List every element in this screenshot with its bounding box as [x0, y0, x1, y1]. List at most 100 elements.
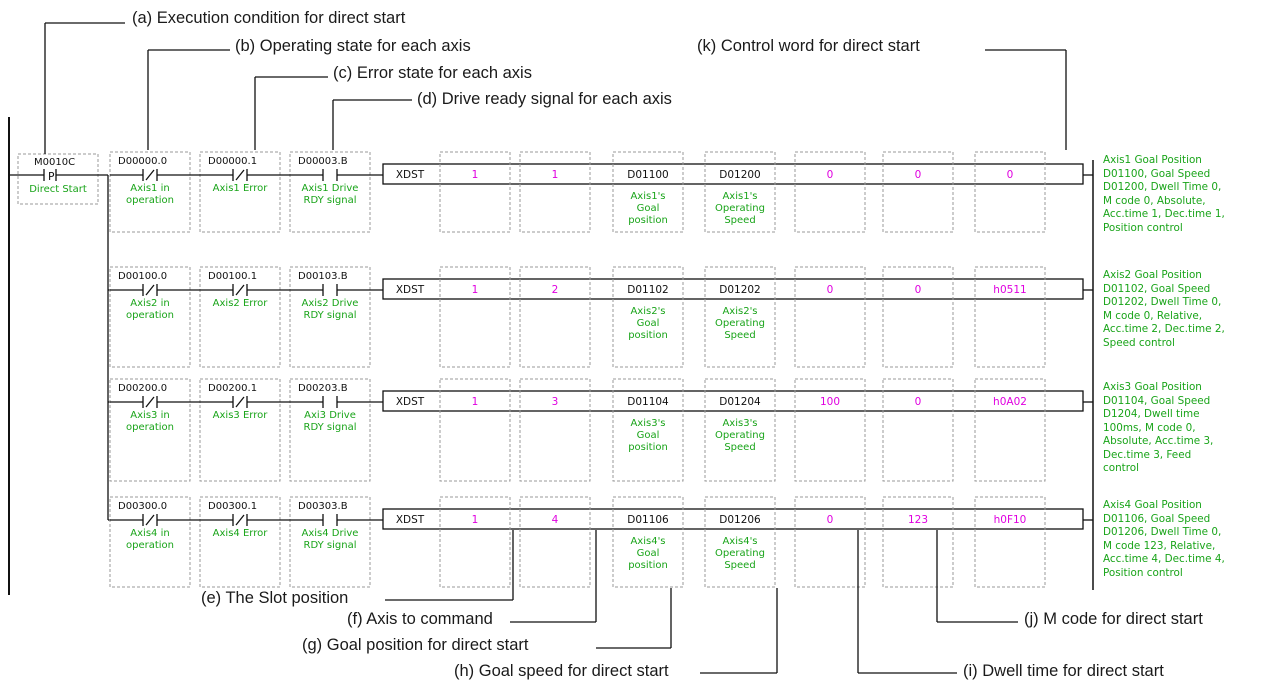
rung1-c1-device: D00000.0	[118, 156, 168, 167]
rung3-ctrl-frame	[974, 378, 1046, 482]
rung4-slot: 1	[471, 514, 479, 526]
rung3-c2-slash	[235, 396, 245, 408]
rung2-spd-comment: Axis2's Operating Speed	[715, 306, 765, 341]
rung3-slot-frame	[439, 378, 511, 482]
rung1-mcode-frame	[882, 151, 954, 233]
rung3-pos-frame	[612, 378, 684, 482]
rung2-c1-frame	[109, 266, 191, 368]
rung2-goal-speed: D01202	[719, 284, 761, 296]
rung4-side-comment: Axis4 Goal Position D01106, Goal Speed D…	[1103, 499, 1225, 579]
rung2-mcode-frame	[882, 266, 954, 368]
rung1-c3-comment: Axis1 Drive RDY signal	[301, 183, 359, 206]
rung4-control-word: h0F10	[993, 514, 1027, 526]
rung2-control-word: h0511	[993, 284, 1027, 296]
rung1-pos-frame	[612, 151, 684, 233]
rung1-pos-comment: Axis1's Goal position	[628, 191, 668, 226]
rung2-c2-comment: Axis2 Error	[212, 298, 268, 309]
rung2-slot-frame	[439, 266, 511, 368]
rung2-slot: 1	[471, 284, 479, 296]
rung3-spd-frame	[704, 378, 776, 482]
rung3-m-code: 0	[914, 396, 922, 408]
rung2-dwell-frame	[794, 266, 866, 368]
rung2-c2-frame	[199, 266, 281, 368]
rung1-instruction-box	[382, 163, 1084, 185]
rung4-goal-position: D01106	[627, 514, 669, 526]
rung1-c1-frame	[109, 151, 191, 233]
rung4-c1-slash	[145, 514, 155, 526]
rung4-axis: 4	[551, 514, 559, 526]
rung2-c1-slash	[145, 284, 155, 296]
annotation-c: (c) Error state for each axis	[333, 64, 532, 82]
rung2-pos-frame	[612, 266, 684, 368]
start-contact-comment: Direct Start	[29, 184, 87, 195]
rung4-pos-comment: Axis4's Goal position	[628, 536, 668, 571]
rung2-c3-device: D00103.B	[298, 271, 348, 282]
rung4-c3-device: D00303.B	[298, 501, 348, 512]
rung4-slot-frame	[439, 496, 511, 588]
rung1-spd-comment: Axis1's Operating Speed	[715, 191, 765, 226]
rung4-spd-comment: Axis4's Operating Speed	[715, 536, 765, 571]
rung4-m-code: 123	[907, 514, 929, 526]
rung4-dwell-time: 0	[826, 514, 834, 526]
annotation-f: (f) Axis to command	[347, 610, 493, 628]
rung4-c1-device: D00300.0	[118, 501, 168, 512]
rung4-c3-comment: Axis4 Drive RDY signal	[301, 528, 359, 551]
rung2-c3-comment: Axis2 Drive RDY signal	[301, 298, 359, 321]
rung2-ctrl-frame	[974, 266, 1046, 368]
rung1-dwell-time: 0	[826, 169, 834, 181]
rung4-c3-frame	[289, 496, 371, 588]
annotation-j: (j) M code for direct start	[1024, 610, 1203, 628]
start-contact-device: M0010C	[34, 157, 76, 168]
rung3-axis-frame	[519, 378, 591, 482]
rung4-spd-frame	[704, 496, 776, 588]
rung1-spd-frame	[704, 151, 776, 233]
rung2-dwell-time: 0	[826, 284, 834, 296]
rung2-instruction-box	[382, 278, 1084, 300]
rung1-slot: 1	[471, 169, 479, 181]
rung4-mcode-frame	[882, 496, 954, 588]
rung2-pos-comment: Axis2's Goal position	[628, 306, 668, 341]
rung3-c1-comment: Axis3 in operation	[125, 410, 174, 433]
rung3-c1-slash	[145, 396, 155, 408]
rung3-slot: 1	[471, 396, 479, 408]
rung3-mcode-frame	[882, 378, 954, 482]
rung1-c2-frame	[199, 151, 281, 233]
rung4-c1-comment: Axis4 in operation	[125, 528, 174, 551]
rung3-c2-comment: Axis3 Error	[212, 410, 268, 421]
annotation-h: (h) Goal speed for direct start	[454, 662, 669, 680]
start-contact-symbol-text: P	[48, 170, 55, 183]
rung3-c3-device: D00203.B	[298, 383, 348, 394]
rung1-c1-slash	[145, 169, 155, 181]
rung2-m-code: 0	[914, 284, 922, 296]
rung4-ctrl-frame	[974, 496, 1046, 588]
rung3-c1-frame	[109, 378, 191, 482]
rung1-control-word: 0	[1006, 169, 1014, 181]
rung4-c1-frame	[109, 496, 191, 588]
rung1-c2-slash	[235, 169, 245, 181]
annotation-d: (d) Drive ready signal for each axis	[417, 90, 672, 108]
rung2-c1-comment: Axis2 in operation	[125, 298, 174, 321]
rung1-slot-frame	[439, 151, 511, 233]
rung1-goal-speed: D01200	[719, 169, 761, 181]
rung1-goal-position: D01100	[627, 169, 669, 181]
rung3-c2-frame	[199, 378, 281, 482]
rung1-c3-frame	[289, 151, 371, 233]
annotation-i: (i) Dwell time for direct start	[963, 662, 1164, 680]
start-contact-frame	[17, 153, 99, 205]
rung3-dwell-time: 100	[819, 396, 841, 408]
rung2-instr-name: XDST	[395, 284, 425, 296]
rung2-c2-slash	[235, 284, 245, 296]
rung1-side-comment: Axis1 Goal Position D01100, Goal Speed D…	[1103, 154, 1225, 234]
annotation-g: (g) Goal position for direct start	[302, 636, 529, 654]
rung3-side-comment: Axis3 Goal Position D01104, Goal Speed D…	[1103, 381, 1214, 474]
rung1-c2-comment: Axis1 Error	[212, 183, 268, 194]
rung1-axis: 1	[551, 169, 559, 181]
rung2-c2-device: D00100.1	[208, 271, 258, 282]
annotation-k: (k) Control word for direct start	[697, 37, 920, 55]
rung4-c2-device: D00300.1	[208, 501, 258, 512]
rung3-spd-comment: Axis3's Operating Speed	[715, 418, 765, 453]
annotation-a: (a) Execution condition for direct start	[132, 9, 406, 27]
rung1-c3-device: D00003.B	[298, 156, 348, 167]
rung3-control-word: h0A02	[993, 396, 1027, 408]
